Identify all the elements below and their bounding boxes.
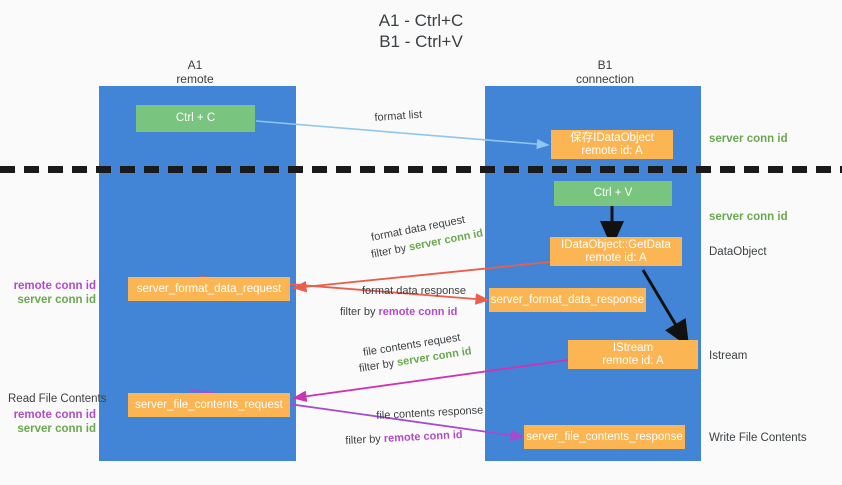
column-header-b1: B1 connection	[530, 58, 680, 86]
node-server-format-data-response[interactable]: server_format_data_response	[489, 288, 646, 312]
node-istream[interactable]: IStream remote id: A	[568, 340, 698, 369]
title-line-2: B1 - Ctrl+V	[379, 32, 463, 51]
node-server-format-data-request-label: server_format_data_request	[136, 282, 282, 295]
node-server-file-contents-response-label: server_file_contents_response	[526, 430, 683, 443]
node-idataobject-line1: 保存IDataObject	[570, 131, 654, 144]
node-server-file-contents-request[interactable]: server_file_contents_request	[128, 393, 290, 417]
node-ctrl-c[interactable]: Ctrl + C	[136, 105, 255, 132]
node-server-file-contents-request-label: server_file_contents_request	[135, 398, 283, 411]
edge-label-format-list: format list	[374, 108, 423, 124]
annotation-server-conn-id-3: server conn id	[17, 294, 96, 306]
node-idataobject-getdata[interactable]: IDataObject::GetData remote id: A	[550, 237, 682, 266]
annotation-server-conn-id-4: server conn id	[17, 423, 96, 435]
column-b1-sub: connection	[575, 72, 635, 86]
column-a1-sub: remote	[176, 72, 214, 86]
annotation-read-file-contents: Read File Contents	[8, 393, 107, 405]
node-idataobject-line2: remote id: A	[581, 144, 643, 157]
annotation-dataobject: DataObject	[709, 246, 767, 258]
filter-target-4: remote conn id	[383, 428, 463, 445]
annotation-group-format-conn-ids: remote conn id server conn id	[10, 279, 96, 307]
node-server-format-data-response-label: server_format_data_response	[490, 293, 645, 306]
filter-target-2: remote conn id	[378, 306, 458, 318]
node-ctrl-c-label: Ctrl + C	[175, 112, 216, 124]
diagram-title: A1 - Ctrl+C B1 - Ctrl+V	[0, 10, 842, 52]
node-ctrl-v-label: Ctrl + V	[593, 187, 633, 199]
node-server-format-data-request[interactable]: server_format_data_request	[128, 277, 290, 301]
node-istream-line1: IStream	[612, 341, 654, 354]
filter-prefix-4: filter by	[345, 432, 385, 447]
edge-label-file-contents-response: file contents response	[376, 404, 484, 422]
node-istream-line2: remote id: A	[602, 354, 664, 367]
column-header-a1: A1 remote	[120, 58, 270, 86]
edge-filter-file-contents-response: filter by remote conn id	[345, 428, 463, 448]
node-idataobject[interactable]: 保存IDataObject remote id: A	[551, 130, 673, 159]
column-b1-name: B1	[597, 58, 613, 72]
filter-prefix-1: filter by	[370, 241, 411, 261]
annotation-remote-conn-id-2: remote conn id	[13, 409, 96, 421]
filter-prefix-2: filter by	[340, 306, 379, 318]
title-line-1: A1 - Ctrl+C	[378, 11, 464, 30]
annotation-remote-conn-id-1: remote conn id	[13, 280, 96, 292]
node-getdata-line2: remote id: A	[585, 251, 647, 264]
column-a1-name: A1	[187, 58, 203, 72]
annotation-write-file-contents: Write File Contents	[709, 432, 807, 444]
annotation-server-conn-id-2: server conn id	[709, 211, 788, 223]
annotation-group-file-conn-ids: remote conn id server conn id	[10, 408, 96, 436]
node-ctrl-v[interactable]: Ctrl + V	[554, 181, 672, 206]
node-getdata-line1: IDataObject::GetData	[561, 238, 671, 251]
edge-filter-format-data-response: filter by remote conn id	[340, 305, 457, 319]
edge-label-format-data-response: format data response	[362, 285, 466, 297]
annotation-istream: Istream	[709, 350, 748, 362]
node-server-file-contents-response[interactable]: server_file_contents_response	[524, 425, 685, 449]
phase-separator	[0, 166, 842, 173]
annotation-server-conn-id-1: server conn id	[709, 133, 788, 145]
